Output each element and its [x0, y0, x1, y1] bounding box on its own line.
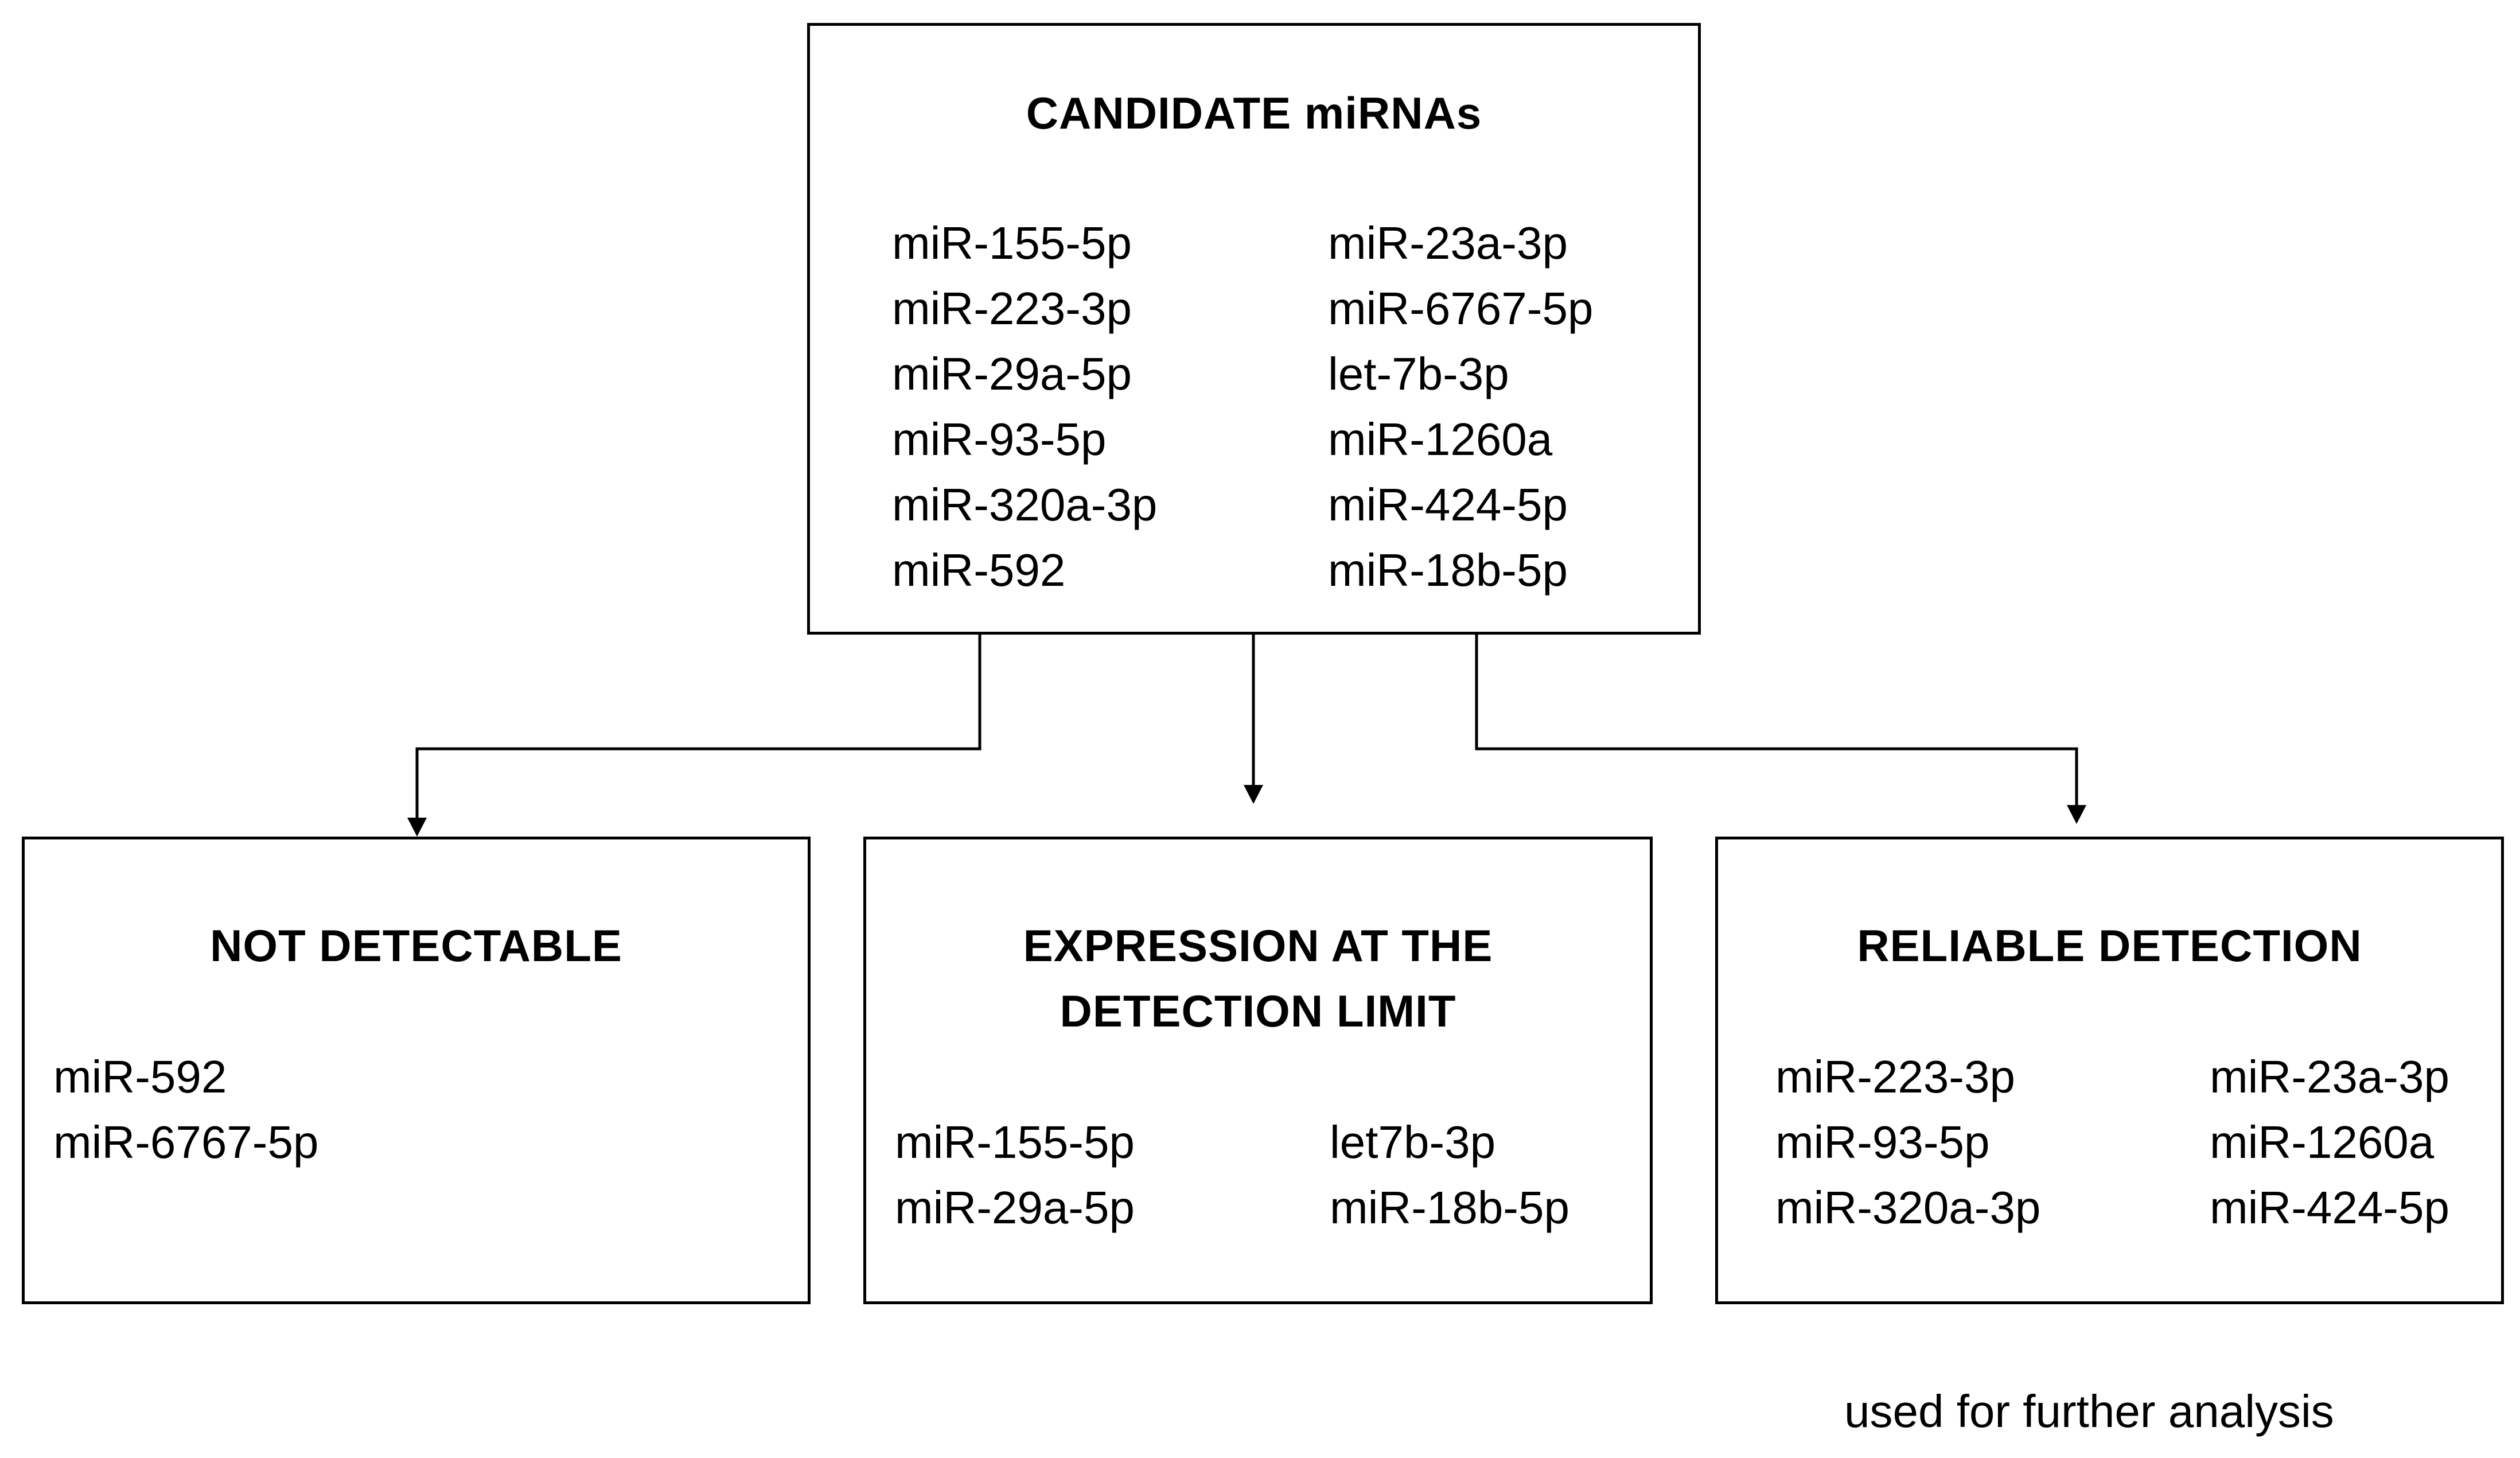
candidate-item: let-7b-3p: [1328, 348, 1509, 399]
candidate-item: miR-592: [892, 545, 1066, 596]
detection-limit-item: miR-29a-5p: [895, 1182, 1135, 1233]
reliable-item: miR-223-3p: [1775, 1051, 2015, 1102]
candidate-item: miR-6767-5p: [1328, 283, 1594, 334]
arrow-to-not-detectable: [415, 634, 981, 823]
arrow-to-reliable-detection: [1475, 634, 2078, 809]
arrowhead-reliable-detection: [2067, 805, 2086, 824]
reliable-item: miR-1260a: [2210, 1117, 2435, 1168]
reliable-detection-title: RELIABLE DETECTION: [1857, 920, 2362, 971]
detection-limit-item: let7b-3p: [1330, 1117, 1496, 1168]
not-detectable-item: miR-592: [53, 1051, 227, 1102]
reliable-left-column: miR-223-3p miR-93-5p miR-320a-3p: [1775, 1044, 2040, 1241]
candidate-item: miR-23a-3p: [1328, 217, 1568, 269]
candidate-left-column: miR-155-5p miR-223-3p miR-29a-5p miR-93-…: [892, 211, 1157, 603]
reliable-right-column: miR-23a-3p miR-1260a miR-424-5p: [2210, 1044, 2449, 1241]
candidate-mirnas-box: CANDIDATE miRNAs miR-155-5p miR-223-3p m…: [807, 23, 1701, 635]
candidate-right-column: miR-23a-3p miR-6767-5p let-7b-3p miR-126…: [1328, 211, 1593, 603]
arrowhead-detection-limit: [1244, 785, 1263, 804]
candidate-item: miR-223-3p: [892, 283, 1132, 334]
reliable-item: miR-93-5p: [1775, 1117, 1990, 1168]
detection-limit-item: miR-155-5p: [895, 1117, 1135, 1168]
reliable-item: miR-320a-3p: [1775, 1182, 2041, 1233]
detection-limit-left-column: miR-155-5p miR-29a-5p: [895, 1110, 1135, 1241]
detection-limit-box: EXPRESSION AT THE DETECTION LIMIT miR-15…: [863, 837, 1653, 1304]
candidate-item: miR-18b-5p: [1328, 545, 1568, 596]
reliable-detection-box: RELIABLE DETECTION miR-223-3p miR-93-5p …: [1715, 837, 2504, 1304]
candidate-mirnas-title: CANDIDATE miRNAs: [1026, 88, 1482, 138]
candidate-item: miR-29a-5p: [892, 348, 1132, 399]
not-detectable-item: miR-6767-5p: [53, 1117, 319, 1168]
not-detectable-title: NOT DETECTABLE: [210, 920, 622, 971]
arrowhead-not-detectable: [407, 818, 427, 837]
further-analysis-caption: used for further analysis: [1844, 1386, 2334, 1437]
detection-limit-item: miR-18b-5p: [1330, 1182, 1569, 1233]
reliable-item: miR-23a-3p: [2210, 1051, 2449, 1102]
not-detectable-box: NOT DETECTABLE miR-592 miR-6767-5p: [22, 837, 811, 1304]
candidate-item: miR-320a-3p: [892, 479, 1158, 530]
detection-limit-right-column: let7b-3p miR-18b-5p: [1330, 1110, 1569, 1241]
candidate-item: miR-93-5p: [892, 414, 1107, 465]
reliable-item: miR-424-5p: [2210, 1182, 2449, 1233]
detection-limit-title: EXPRESSION AT THE DETECTION LIMIT: [1023, 920, 1493, 1036]
not-detectable-list: miR-592 miR-6767-5p: [53, 1044, 318, 1175]
candidate-item: miR-1260a: [1328, 414, 1553, 465]
candidate-item: miR-155-5p: [892, 217, 1132, 269]
candidate-item: miR-424-5p: [1328, 479, 1568, 530]
